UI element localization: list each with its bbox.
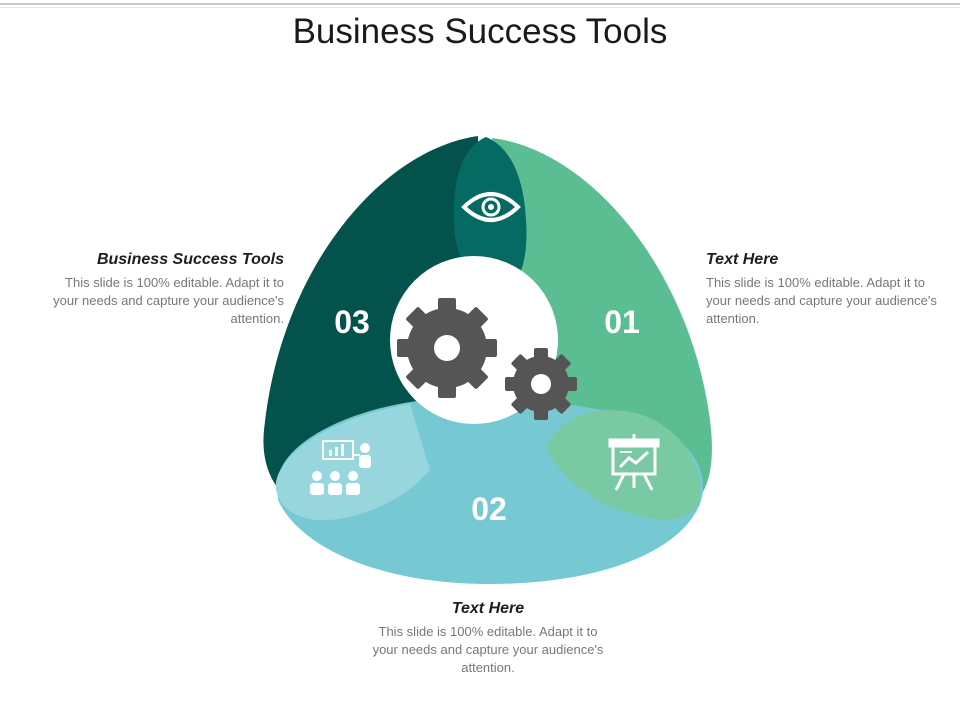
text-block-bottom: Text Here This slide is 100% editable. A… — [368, 600, 608, 677]
segment-number-03: 03 — [334, 304, 370, 340]
eye-icon — [461, 192, 521, 222]
top-rule-thin — [0, 7, 960, 8]
text-block-bottom-body: This slide is 100% editable. Adapt it to… — [372, 624, 604, 675]
text-block-left-heading: Business Success Tools — [96, 251, 284, 268]
text-block-right-body: This slide is 100% editable. Adapt it to… — [706, 275, 937, 326]
page-title: Business Success Tools — [292, 12, 668, 51]
gears-icon — [397, 298, 577, 420]
top-rule — [0, 3, 960, 5]
text-block-left-body: This slide is 100% editable. Adapt it to… — [53, 275, 284, 326]
segment-number-02: 02 — [471, 491, 507, 527]
segment-number-01: 01 — [604, 304, 640, 340]
presentation-board-icon — [608, 434, 660, 491]
text-block-bottom-heading: Text Here — [451, 600, 525, 617]
text-block-right-heading: Text Here — [706, 251, 779, 268]
text-block-right: Text Here This slide is 100% editable. A… — [706, 251, 946, 328]
text-block-left: Business Success Tools This slide is 100… — [44, 251, 284, 328]
team-presentation-icon — [310, 440, 371, 495]
